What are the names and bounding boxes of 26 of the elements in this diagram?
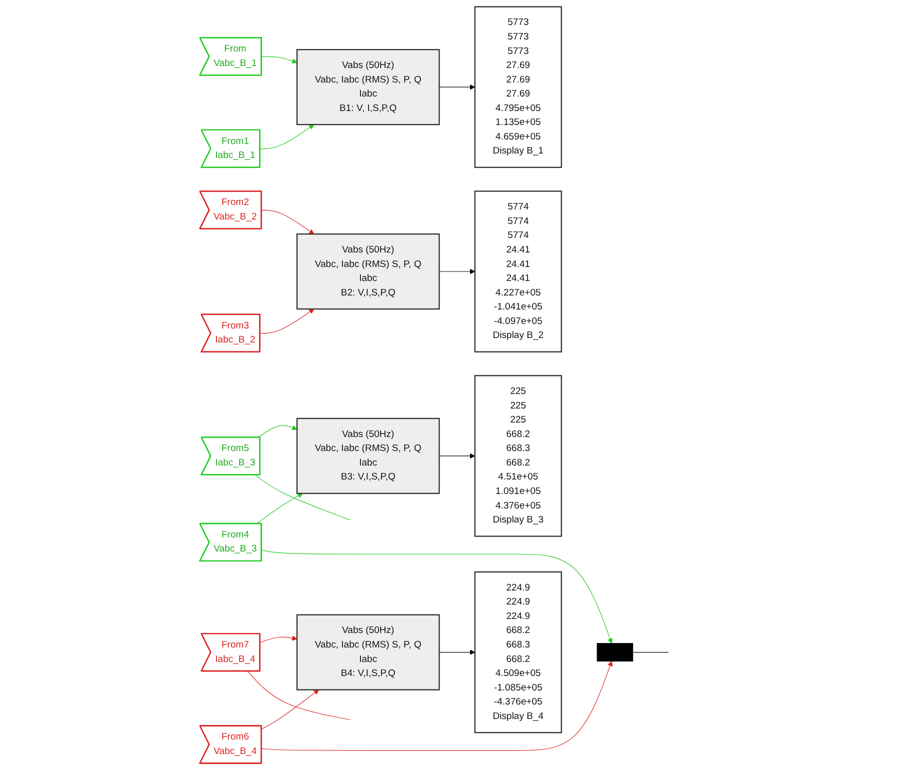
arrow	[258, 425, 298, 438]
arrow	[438, 84, 476, 90]
node-bar	[596, 643, 634, 662]
node-box	[474, 571, 562, 734]
arrow	[261, 210, 314, 234]
arrow	[260, 636, 298, 643]
node-box	[474, 375, 562, 537]
node-box	[474, 190, 562, 352]
connector	[632, 652, 669, 653]
arrow	[438, 650, 476, 655]
connector	[254, 474, 351, 520]
arrow	[438, 453, 476, 459]
arrow	[256, 493, 303, 524]
node-box	[296, 614, 440, 690]
arrow	[260, 124, 314, 150]
arrow	[260, 308, 314, 334]
node-box	[296, 49, 440, 126]
node-box	[296, 233, 440, 310]
arrow	[261, 550, 613, 644]
arrow	[261, 660, 613, 751]
arrow	[261, 690, 319, 730]
arrow	[438, 268, 476, 274]
arrow	[261, 56, 298, 64]
node-box	[474, 6, 562, 168]
node-box	[296, 418, 440, 494]
connector	[247, 671, 351, 720]
